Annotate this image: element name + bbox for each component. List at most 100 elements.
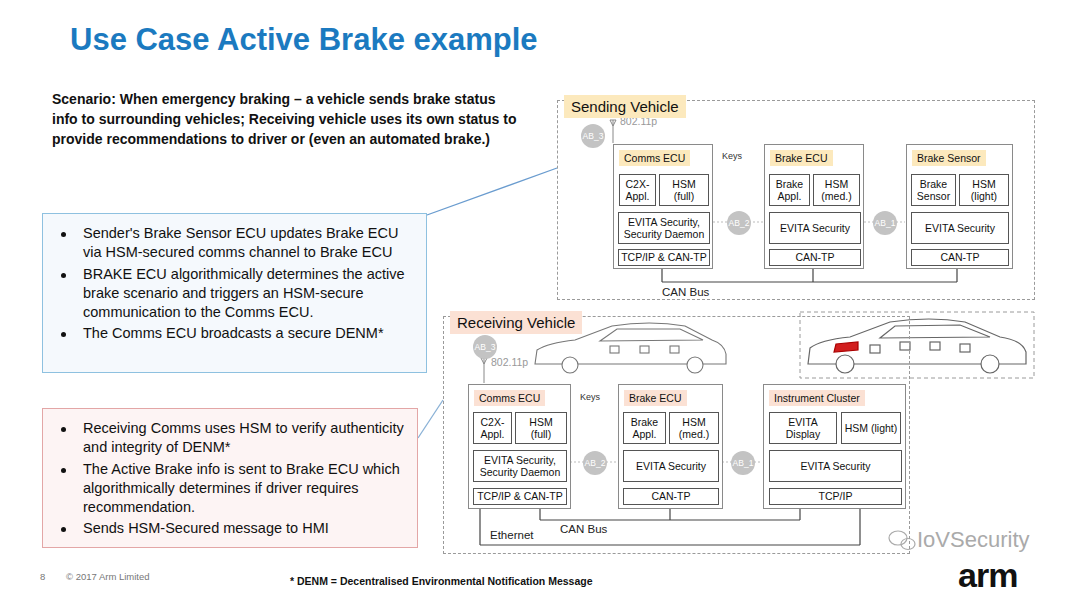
module-box: C2X-Appl. <box>473 412 512 444</box>
callout-circle: AB_3 <box>581 124 605 148</box>
text: EVITA Display <box>772 416 834 440</box>
module-box: EVITA Security <box>623 450 719 482</box>
text: HSM (med.) <box>816 178 857 202</box>
text: HSM (full) <box>518 416 564 440</box>
text-label: © 2017 Arm Limited <box>66 571 150 582</box>
module-box: TCP/IP & CAN-TP <box>473 488 567 505</box>
text: EVITA Security <box>636 460 706 472</box>
text: C2X-Appl. <box>622 178 653 202</box>
text: C2X-Appl. <box>476 416 509 440</box>
text: Brake Sensor <box>914 178 953 202</box>
text: HSM (light) <box>845 422 898 434</box>
text-label: 8 <box>40 571 45 582</box>
vehicle-region: Sending VehicleAB_3Comms ECUC2X-Appl.HSM… <box>557 100 1035 300</box>
text: EVITA Security, Security Daemon <box>621 216 707 240</box>
text-label: CAN Bus <box>662 286 709 298</box>
module-box: EVITA Security, Security Daemon <box>618 212 710 244</box>
module-box: CAN-TP <box>911 249 1009 266</box>
ecu-box: Brake ECU Brake Appl. HSM (med.) EVITA Secu… <box>764 144 864 269</box>
text: Sender's Brake Sensor ECU updates Brake … <box>57 224 414 263</box>
text: EVITA Security, Security Daemon <box>476 454 564 478</box>
module-box: CAN-TP <box>769 249 861 266</box>
module-box: CAN-TP <box>623 488 719 505</box>
text-label: Keys <box>580 392 600 402</box>
module-box: TCP/IP <box>769 488 902 505</box>
watermark-icon <box>889 531 915 550</box>
text: Receiving Comms uses HSM to verify authe… <box>57 419 405 458</box>
module-box: EVITA Security <box>911 212 1009 244</box>
heading: Sending Vehicle <box>564 95 686 118</box>
heading: Instrument Cluster <box>769 390 865 406</box>
car-frame <box>800 312 1034 378</box>
text: HSM (med.) <box>672 416 716 440</box>
text: TCP/IP & CAN-TP <box>621 251 707 263</box>
text-label: 802.11p <box>491 356 528 368</box>
heading: Brake ECU <box>770 150 833 166</box>
module-box: HSM (med.) <box>813 174 860 206</box>
text: AB_1 <box>875 218 896 228</box>
text: Brake Appl. <box>772 178 807 202</box>
text: Sends HSM-Secured message to HMI <box>57 519 405 538</box>
text: The Comms ECU broadcasts a secure DENM* <box>57 324 414 343</box>
text: AB_2 <box>729 218 750 228</box>
sending-car <box>808 319 1026 373</box>
ecu-box: Comms ECU C2X-Appl. HSM (full) EVITA Securi… <box>613 144 713 269</box>
heading: Receiving Vehicle <box>450 311 582 334</box>
text: AB_2 <box>585 458 606 468</box>
text-label: CAN Bus <box>560 523 607 535</box>
module-box: Brake Appl. <box>623 412 666 444</box>
text: EVITA Security <box>801 460 871 472</box>
module-box: HSM (med.) <box>669 412 719 444</box>
text: HSM (light) <box>962 178 1006 202</box>
text: AB_1 <box>733 458 754 468</box>
module-box: Brake Sensor <box>911 174 956 206</box>
callout-circle: AB_1 <box>731 451 755 475</box>
text-label: Scenario: When emergency braking – a veh… <box>52 90 522 150</box>
text-label: IoVSecurity <box>917 527 1030 553</box>
ecu-box: Instrument ClusterEVITA Display HSM (ligh… <box>763 384 906 509</box>
heading: Brake ECU <box>624 390 687 406</box>
module-box: EVITA Display <box>769 412 837 444</box>
ecu-box: Comms ECU C2X-Appl. HSM (full) EVITA Securi… <box>468 384 571 509</box>
text-label: Keys <box>722 151 742 161</box>
module-box: HSM (full) <box>659 174 709 206</box>
text: CAN-TP <box>940 251 979 263</box>
slide-title: Use Case Active Brake example <box>70 22 538 58</box>
text: HSM (full) <box>662 178 706 202</box>
callout-circle: AB_1 <box>873 211 897 235</box>
module-box: EVITA Security, Security Daemon <box>473 450 567 482</box>
module-box: HSM (light) <box>841 412 901 444</box>
heading: Comms ECU <box>619 150 690 166</box>
callout-circle: AB_2 <box>583 451 607 475</box>
heading: Comms ECU <box>474 390 545 406</box>
module-box: EVITA Security <box>769 450 902 482</box>
callout-circle: AB_3 <box>473 335 497 359</box>
module-box: C2X-Appl. <box>619 174 656 206</box>
text-label: Ethernet <box>490 529 533 541</box>
ecu-box: Brake ECU Brake Appl. HSM (med.) EVITA Secu… <box>618 384 723 509</box>
text: CAN-TP <box>651 490 690 502</box>
text: CAN-TP <box>795 251 834 263</box>
module-box: Brake Appl. <box>769 174 810 206</box>
leader-line <box>427 168 557 215</box>
footnote: * DENM = Decentralised Environmental Not… <box>290 575 593 587</box>
note-box: Sender's Brake Sensor ECU updates Brake … <box>42 213 427 373</box>
vehicle-region: Receiving VehicleAB_3Comms ECUC2X-Appl.H… <box>443 316 910 554</box>
text: AB_3 <box>583 131 604 141</box>
callout-circle: AB_2 <box>727 211 751 235</box>
text: AB_3 <box>475 342 496 352</box>
text: The Active Brake info is sent to Brake E… <box>57 460 405 518</box>
text: TCP/IP & CAN-TP <box>477 490 563 502</box>
ecu-box: Brake SensorBrake SensorHSM (light)EVITA… <box>906 144 1013 269</box>
note-box: Receiving Comms uses HSM to verify authe… <box>42 408 418 548</box>
text: EVITA Security <box>780 222 850 234</box>
module-box: HSM (light) <box>959 174 1009 206</box>
text: EVITA Security <box>925 222 995 234</box>
antenna <box>481 120 616 383</box>
module-box: TCP/IP & CAN-TP <box>618 249 710 266</box>
leader-line <box>418 400 443 438</box>
text: Brake Appl. <box>626 416 663 440</box>
text: BRAKE ECU algorithmically determines the… <box>57 265 414 323</box>
text-label: arm <box>958 556 1017 595</box>
text: TCP/IP <box>819 490 853 502</box>
